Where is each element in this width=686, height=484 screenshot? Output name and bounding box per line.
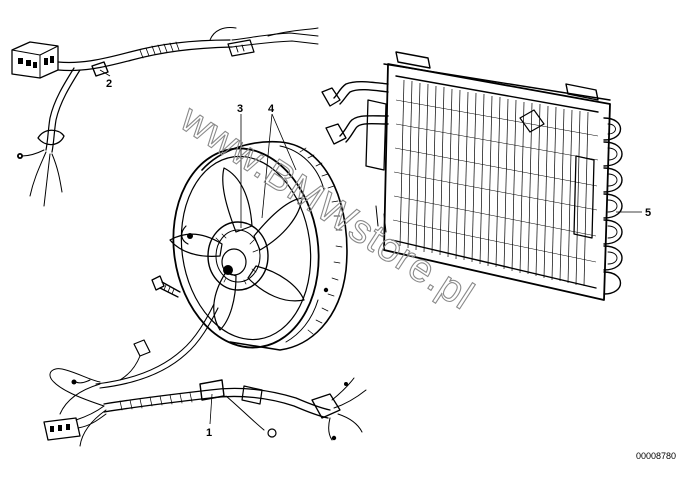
condenser-tubes (392, 99, 599, 263)
condenser-return-bends (603, 117, 623, 295)
lower-wiring-harness (43, 303, 367, 447)
leader-lines (99, 69, 642, 425)
document-number: 00008780 (636, 451, 676, 461)
fan-shroud (172, 147, 320, 349)
callout-2: 2 (106, 78, 112, 90)
harness-connector-left (11, 41, 59, 79)
condenser-fins (399, 79, 589, 287)
harness-connector-right (209, 27, 255, 57)
upper-wiring-harness (11, 27, 319, 207)
callout-3: 3 (237, 103, 243, 115)
harness-plug-lower (43, 405, 107, 441)
callout-1: 1 (206, 427, 212, 439)
callout-5: 5 (645, 207, 651, 219)
fan-blades (169, 167, 305, 331)
fan-assembly (169, 140, 348, 351)
mounting-bolt (151, 275, 181, 298)
fan-motor-hub (207, 221, 269, 291)
refrigerant-pipes (321, 81, 389, 233)
callout-4: 4 (268, 103, 275, 115)
condenser (321, 51, 623, 301)
